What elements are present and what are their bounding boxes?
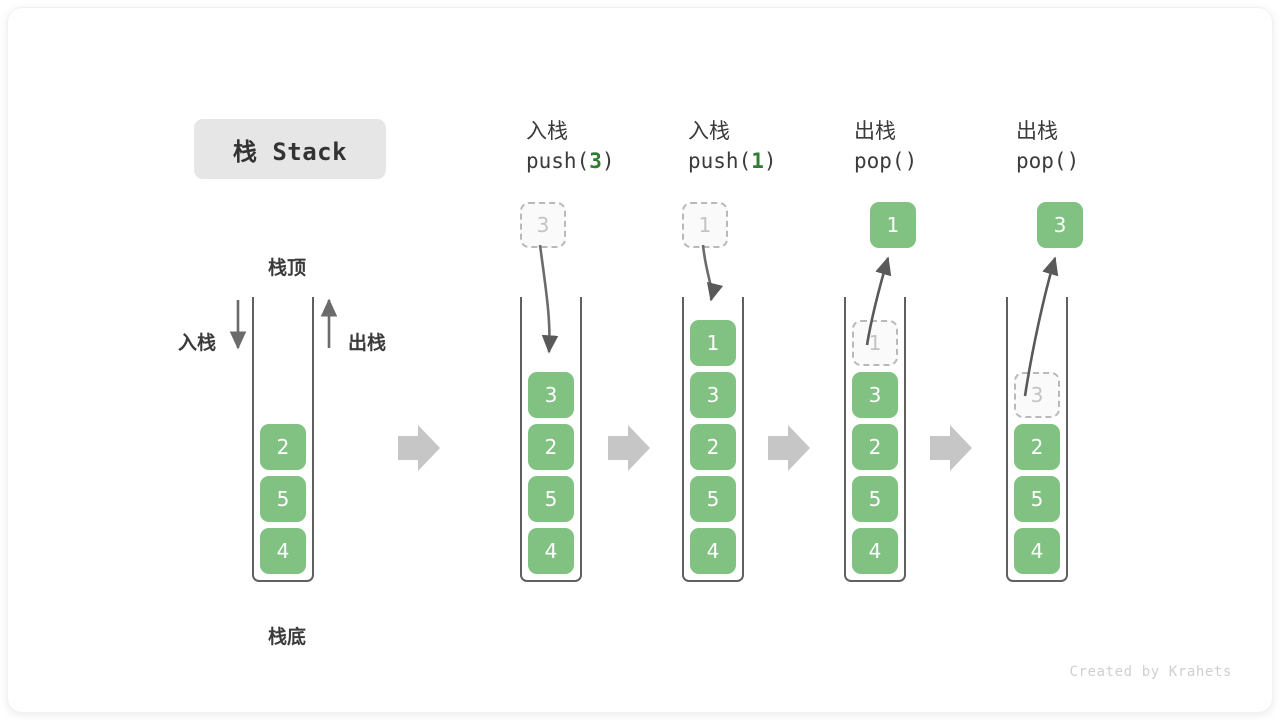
- floating-ghost-cell: 3: [520, 202, 566, 248]
- stack-cell: 4: [852, 528, 898, 574]
- floating-popped-cell: 3: [1037, 202, 1083, 248]
- code-suffix: ): [904, 149, 918, 174]
- floating-ghost-cell: 1: [682, 202, 728, 248]
- stack-cell: 5: [852, 476, 898, 522]
- stack-cell: 2: [1014, 424, 1060, 470]
- column-header-cn: 出栈: [1016, 119, 1058, 143]
- stack-cell: 4: [1014, 528, 1060, 574]
- code-prefix: pop(: [1016, 149, 1067, 174]
- stack-cell: 3: [852, 372, 898, 418]
- stack-ghost-cell: 3: [1014, 372, 1060, 418]
- stack-bottom-label: 栈底: [268, 626, 307, 648]
- diagram-canvas: 栈 Stack 栈顶 栈底 入栈 出栈 入栈 push(3) 入栈 push(1…: [8, 8, 1272, 712]
- stack-cell: 5: [690, 476, 736, 522]
- stack-cell: 5: [260, 476, 306, 522]
- stack-cell: 2: [260, 424, 306, 470]
- stack-container-pop-1: [844, 297, 906, 582]
- column-header-push-1: 入栈 push(1): [688, 116, 838, 177]
- pop-direction-label: 出栈: [348, 332, 387, 354]
- stack-cell: 2: [852, 424, 898, 470]
- code-prefix: push(: [526, 149, 590, 174]
- floating-popped-cell: 1: [870, 202, 916, 248]
- stack-cell: 4: [528, 528, 574, 574]
- stack-cell: 3: [528, 372, 574, 418]
- stack-cell: 5: [528, 476, 574, 522]
- column-header-code: push(3): [526, 146, 676, 176]
- code-prefix: pop(: [854, 149, 905, 174]
- stack-container-push-1: [682, 297, 744, 582]
- code-suffix: ): [1066, 149, 1080, 174]
- stack-ghost-cell: 1: [852, 320, 898, 366]
- code-arg: 3: [589, 149, 602, 174]
- code-suffix: ): [601, 149, 615, 174]
- credit-text: Created by Krahets: [1069, 664, 1232, 680]
- stack-container-push-3: [520, 297, 582, 582]
- stack-top-label: 栈顶: [268, 257, 307, 279]
- title-badge: 栈 Stack: [194, 119, 386, 179]
- column-header-pop-3: 出栈 pop(): [1016, 116, 1166, 177]
- stack-cell: 5: [1014, 476, 1060, 522]
- column-header-code: pop(): [854, 146, 1004, 176]
- column-header-push-3: 入栈 push(3): [526, 116, 676, 177]
- code-arg: 1: [751, 149, 764, 174]
- stack-container-initial: [252, 297, 314, 582]
- code-suffix: ): [763, 149, 777, 174]
- code-prefix: push(: [688, 149, 752, 174]
- column-header-cn: 出栈: [854, 119, 896, 143]
- column-header-code: pop(): [1016, 146, 1166, 176]
- column-header-code: push(1): [688, 146, 838, 176]
- stack-container-pop-3: [1006, 297, 1068, 582]
- column-header-cn: 入栈: [526, 119, 568, 143]
- stack-cell: 4: [690, 528, 736, 574]
- column-header-cn: 入栈: [688, 119, 730, 143]
- stack-cell: 4: [260, 528, 306, 574]
- stack-cell: 2: [690, 424, 736, 470]
- stack-cell: 1: [690, 320, 736, 366]
- push-direction-label: 入栈: [178, 332, 217, 354]
- column-header-pop-1: 出栈 pop(): [854, 116, 1004, 177]
- stack-cell: 3: [690, 372, 736, 418]
- stack-cell: 2: [528, 424, 574, 470]
